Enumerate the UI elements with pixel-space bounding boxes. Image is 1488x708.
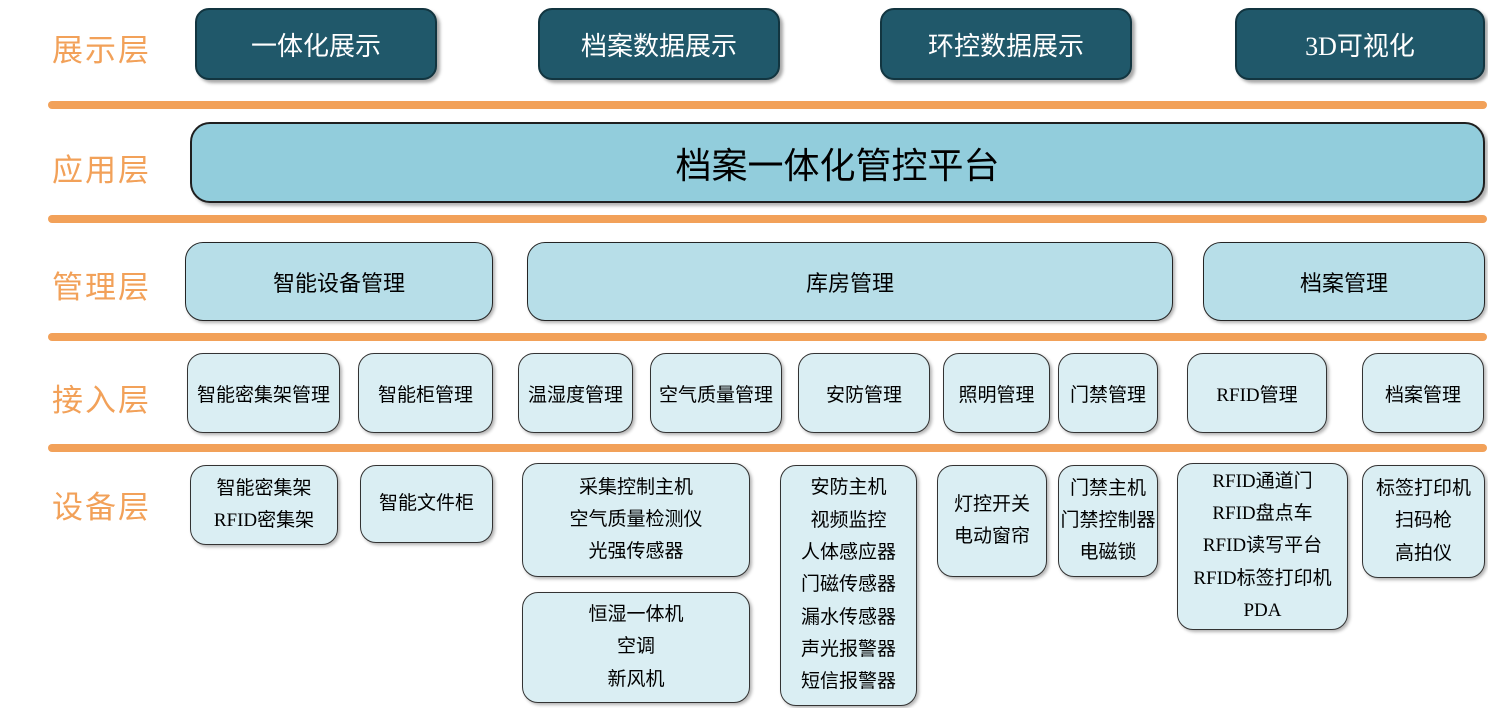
device-line: 恒湿一体机 (588, 604, 684, 626)
access-box-security-mgmt: 安防管理 (798, 353, 930, 433)
device-line: RFID盘点车 (1212, 503, 1313, 525)
device-box-humidity-unit: 恒湿一体机 空调 新风机 (522, 592, 750, 703)
box-3d-visualization: 3D可视化 (1235, 8, 1485, 80)
box-env-control-data-display: 环控数据展示 (880, 8, 1132, 80)
access-box-dense-rack-mgmt: 智能密集架管理 (187, 353, 340, 433)
device-line: 新风机 (607, 668, 665, 690)
device-line: 扫码枪 (1394, 510, 1452, 532)
device-line: 人体感应器 (800, 542, 896, 564)
device-line: 门禁控制器 (1060, 509, 1156, 531)
access-box-lighting-mgmt: 照明管理 (943, 353, 1050, 433)
layer-label-management: 管理层 (52, 270, 151, 305)
access-box-door-access-mgmt: 门禁管理 (1058, 353, 1158, 433)
layer-label-display: 展示层 (52, 33, 151, 68)
device-box-light-control: 灯控开关 电动窗帘 (937, 465, 1047, 577)
layer-label-device: 设备层 (52, 490, 151, 525)
device-line: 标签打印机 (1375, 478, 1471, 500)
device-line: 门禁主机 (1069, 477, 1146, 499)
layer-divider (48, 333, 1487, 341)
device-line: 声光报警器 (800, 638, 896, 660)
device-box-rfid-devices: RFID通道门 RFID盘点车 RFID读写平台 RFID标签打印机 PDA (1177, 463, 1348, 630)
device-line: RFID通道门 (1212, 470, 1313, 492)
access-box-air-quality-mgmt: 空气质量管理 (650, 353, 782, 433)
access-box-temp-humidity-mgmt: 温湿度管理 (518, 353, 633, 433)
device-line: 漏水传感器 (800, 606, 896, 628)
device-box-dense-rack: 智能密集架 RFID密集架 (190, 465, 338, 545)
device-line: 智能密集架 (216, 477, 312, 499)
device-line: RFID标签打印机 (1193, 567, 1332, 589)
device-line: 门磁传感器 (800, 574, 896, 596)
device-line: PDA (1243, 599, 1282, 621)
box-archive-mgmt: 档案管理 (1203, 242, 1485, 321)
box-smart-device-mgmt: 智能设备管理 (185, 242, 493, 321)
device-line: 空气质量检测仪 (569, 508, 703, 530)
device-line: 光强传感器 (588, 541, 684, 563)
device-line: 电磁锁 (1079, 542, 1137, 564)
device-line: RFID读写平台 (1202, 535, 1323, 557)
box-warehouse-mgmt: 库房管理 (527, 242, 1173, 321)
layer-divider (48, 444, 1487, 452)
access-box-archive-mgmt: 档案管理 (1362, 353, 1484, 433)
device-box-security-host: 安防主机 视频监控 人体感应器 门磁传感器 漏水传感器 声光报警器 短信报警器 (780, 465, 917, 706)
access-box-smart-cabinet-mgmt: 智能柜管理 (358, 353, 493, 433)
box-integrated-display: 一体化展示 (195, 8, 437, 80)
device-box-label-printer: 标签打印机 扫码枪 高拍仪 (1362, 465, 1485, 578)
device-line: 空调 (616, 636, 655, 658)
device-box-collection-host: 采集控制主机 空气质量检测仪 光强传感器 (522, 463, 750, 577)
layer-divider (48, 215, 1487, 223)
device-line: 安防主机 (810, 477, 887, 499)
layer-label-application: 应用层 (52, 153, 151, 188)
device-line: 灯控开关 (953, 493, 1030, 515)
device-line: 电动窗帘 (953, 526, 1030, 547)
access-box-rfid-mgmt: RFID管理 (1187, 353, 1327, 433)
layer-divider (48, 101, 1487, 109)
device-line: 采集控制主机 (578, 476, 693, 498)
box-archive-platform: 档案一体化管控平台 (190, 122, 1485, 203)
device-line: 视频监控 (810, 509, 887, 531)
device-line: RFID密集架 (213, 510, 315, 531)
device-box-smart-file-cabinet: 智能文件柜 (360, 465, 493, 543)
device-box-door-access: 门禁主机 门禁控制器 电磁锁 (1058, 465, 1158, 577)
device-line: 短信报警器 (800, 671, 896, 693)
box-archive-data-display: 档案数据展示 (538, 8, 780, 80)
layer-label-access: 接入层 (52, 383, 151, 418)
device-line: 高拍仪 (1394, 542, 1452, 564)
device-line: 智能文件柜 (378, 492, 474, 514)
